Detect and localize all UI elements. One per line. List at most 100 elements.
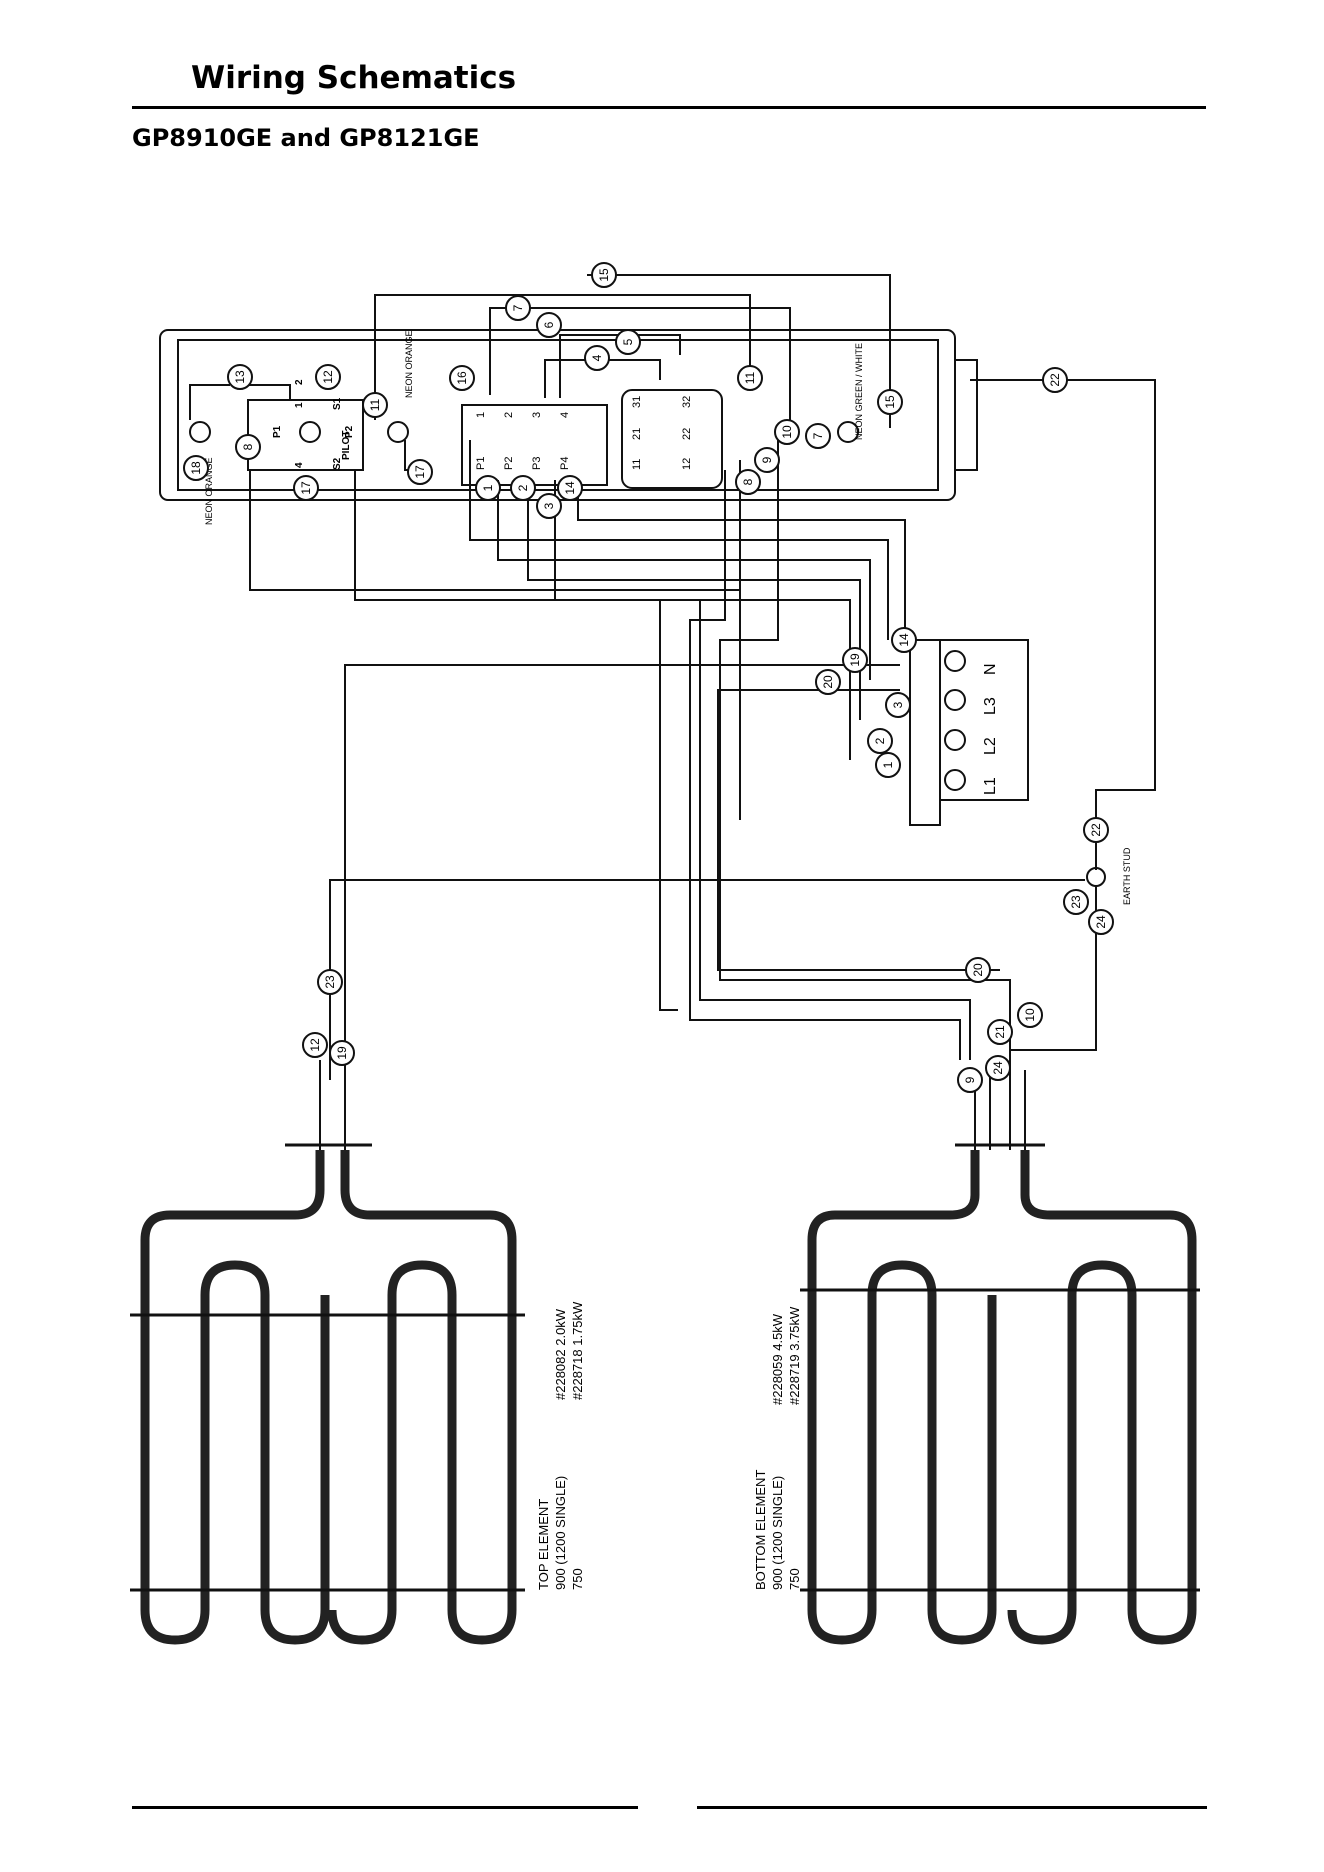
svg-text:10: 10: [1023, 1008, 1037, 1022]
callout-4: 4: [584, 345, 610, 371]
svg-text:3: 3: [542, 502, 556, 509]
svg-text:14: 14: [563, 481, 577, 495]
callout-8a: 8: [235, 434, 261, 460]
svg-text:22: 22: [1048, 373, 1062, 387]
terminal-screws: [944, 650, 966, 791]
earth-stud: [1086, 867, 1106, 887]
callout-19a: 19: [842, 647, 868, 673]
svg-text:1: 1: [881, 761, 895, 768]
svg-text:17: 17: [413, 465, 427, 479]
top-element-line3: 750: [570, 1568, 585, 1590]
top-heating-element: [140, 1150, 517, 1645]
thermo-term-p1: P1: [272, 425, 283, 438]
terminal-block-base: [909, 639, 941, 826]
thermo-term-1: 1: [294, 402, 305, 408]
svg-text:21: 21: [993, 1025, 1007, 1039]
svg-text:2: 2: [873, 737, 887, 744]
top-element-part1: #228082 2.0kW: [553, 1308, 568, 1400]
terminal-n: N: [982, 663, 999, 675]
callout-5: 5: [615, 329, 641, 355]
svg-text:17: 17: [299, 481, 313, 495]
neon-left-label: NEON ORANGE: [204, 457, 214, 525]
callout-3a: 3: [536, 493, 562, 519]
svg-text:16: 16: [455, 371, 469, 385]
control-panel-housing: [159, 329, 956, 501]
switch-p4: P4: [559, 457, 571, 470]
svg-text:12: 12: [321, 370, 335, 384]
thermo-term-s1: S1: [332, 397, 343, 410]
svg-text:7: 7: [511, 304, 525, 311]
svg-text:20: 20: [821, 675, 835, 689]
callout-2a: 2: [510, 475, 536, 501]
wires: [189, 274, 1156, 1150]
earth-stud-label: EARTH STUD: [1122, 847, 1132, 905]
top-element-title: TOP ELEMENT: [536, 1499, 551, 1590]
callout-24a: 24: [1088, 909, 1114, 935]
callout-23a: 23: [1063, 889, 1089, 915]
terminal-l2: L2: [982, 737, 999, 755]
callout-12b: 12: [302, 1032, 328, 1058]
panel-bracket: [954, 359, 978, 471]
relay-31: 31: [631, 396, 643, 408]
callout-23b: 23: [317, 969, 343, 995]
neon-right: [837, 421, 859, 443]
svg-text:10: 10: [780, 425, 794, 439]
control-panel-inner: [177, 339, 939, 491]
callout-22b: 22: [1083, 817, 1109, 843]
svg-text:15: 15: [597, 268, 611, 282]
callout-17a: 17: [293, 475, 319, 501]
svg-text:6: 6: [542, 321, 556, 328]
switch-n4: 4: [559, 412, 571, 418]
footer-rule-right: [697, 1806, 1207, 1809]
switch-n3: 3: [531, 412, 543, 418]
callout-1b: 1: [875, 752, 901, 778]
callout-6: 6: [536, 312, 562, 338]
bottom-element-part2: #228719 3.75kW: [787, 1306, 802, 1405]
callout-10a: 10: [774, 419, 800, 445]
pilot-label: PILOT: [341, 431, 352, 460]
callout-12a: 12: [315, 364, 341, 390]
bottom-element-line2: 900 (1200 SINGLE): [770, 1476, 785, 1590]
relay-21: 21: [631, 428, 643, 440]
callout-24b: 24: [985, 1055, 1011, 1081]
callout-11a: 11: [362, 392, 388, 418]
switch-p3: P3: [531, 457, 543, 470]
svg-text:12: 12: [308, 1038, 322, 1052]
callout-7b: 7: [805, 423, 831, 449]
svg-text:4: 4: [590, 354, 604, 361]
callout-10b: 10: [1017, 1002, 1043, 1028]
svg-text:18: 18: [189, 461, 203, 475]
callout-1a: 1: [475, 475, 501, 501]
callout-20b: 20: [965, 957, 991, 983]
callout-2b: 2: [867, 728, 893, 754]
switch-n2: 2: [503, 412, 515, 418]
switch-n1: 1: [475, 412, 487, 418]
terminal-l1: L1: [982, 777, 999, 795]
bottom-heating-element: [807, 1150, 1197, 1645]
svg-text:11: 11: [743, 371, 757, 384]
callout-11b: 11: [737, 365, 763, 391]
svg-text:13: 13: [233, 370, 247, 384]
top-element-line2: 900 (1200 SINGLE): [553, 1476, 568, 1590]
bottom-element-title: BOTTOM ELEMENT: [753, 1470, 768, 1590]
callout-14a: 14: [557, 475, 583, 501]
callout-16: 16: [449, 365, 475, 391]
callout-22a: 22: [1042, 367, 1068, 393]
svg-text:20: 20: [971, 963, 985, 977]
relay-32: 32: [681, 396, 693, 408]
callout-9a: 9: [754, 447, 780, 473]
callout-18: 18: [183, 455, 209, 481]
footer-rule-left: [132, 1806, 638, 1809]
model-title: GP8910GE and GP8121GE: [132, 124, 480, 152]
svg-text:5: 5: [621, 338, 635, 345]
svg-text:8: 8: [741, 478, 755, 485]
relay: [621, 389, 723, 489]
svg-text:3: 3: [891, 701, 905, 708]
svg-text:24: 24: [1094, 915, 1108, 929]
callout-3b: 3: [885, 692, 911, 718]
header-rule: [132, 106, 1206, 109]
svg-text:19: 19: [848, 653, 862, 667]
wire-callouts: 15 7 6 5 4 13 12 16 11 11 15 22 10 7 9 1…: [183, 262, 1114, 1093]
neon-mid: [387, 421, 409, 443]
